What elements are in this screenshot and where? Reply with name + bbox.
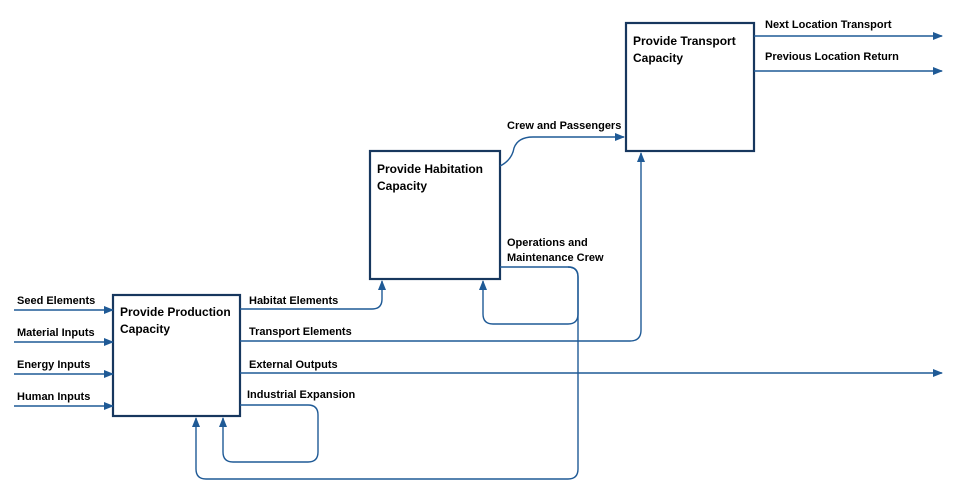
material-inputs-input: Material Inputs (14, 327, 114, 346)
habitation-title-line1: Provide Habitation (377, 162, 483, 176)
next-location-transport-label: Next Location Transport (765, 19, 892, 31)
habitat-elements-label: Habitat Elements (249, 295, 338, 307)
external-outputs-label: External Outputs (249, 359, 338, 371)
transport-title-line2: Capacity (633, 51, 683, 65)
material-inputs-label: Material Inputs (17, 327, 95, 339)
crew-passengers-flow: Crew and Passengers (499, 120, 625, 167)
operations-crew-label-line1: Operations and (507, 237, 588, 249)
seed-elements-input: Seed Elements (14, 295, 114, 314)
seed-elements-label: Seed Elements (17, 295, 95, 307)
energy-inputs-input: Energy Inputs (14, 359, 114, 378)
human-inputs-input: Human Inputs (14, 391, 114, 410)
industrial-expansion-loop: Industrial Expansion (219, 389, 355, 463)
production-title-line1: Provide Production (120, 305, 231, 319)
previous-location-return-flow: Previous Location Return (754, 51, 943, 75)
human-inputs-label: Human Inputs (17, 391, 90, 403)
external-outputs-flow: External Outputs (240, 359, 943, 377)
production-title-line2: Capacity (120, 322, 170, 336)
habitation-title-line2: Capacity (377, 179, 427, 193)
habitat-elements-flow: Habitat Elements (240, 280, 386, 310)
transport-elements-label: Transport Elements (249, 326, 352, 338)
transport-elements-flow: Transport Elements (240, 152, 645, 342)
operations-maintenance-crew-flow: Operations and Maintenance Crew (192, 237, 604, 480)
crew-passengers-label: Crew and Passengers (507, 120, 621, 132)
transport-title-line1: Provide Transport (633, 34, 736, 48)
next-location-transport-flow: Next Location Transport (754, 19, 943, 40)
energy-inputs-label: Energy Inputs (17, 359, 90, 371)
habitation-box: Provide Habitation Capacity (368, 149, 502, 281)
operations-crew-label-line2: Maintenance Crew (507, 252, 604, 264)
previous-location-return-label: Previous Location Return (765, 51, 899, 63)
production-box: Provide Production Capacity (111, 293, 242, 418)
industrial-expansion-label: Industrial Expansion (247, 389, 355, 401)
transport-box: Provide Transport Capacity (624, 21, 756, 153)
